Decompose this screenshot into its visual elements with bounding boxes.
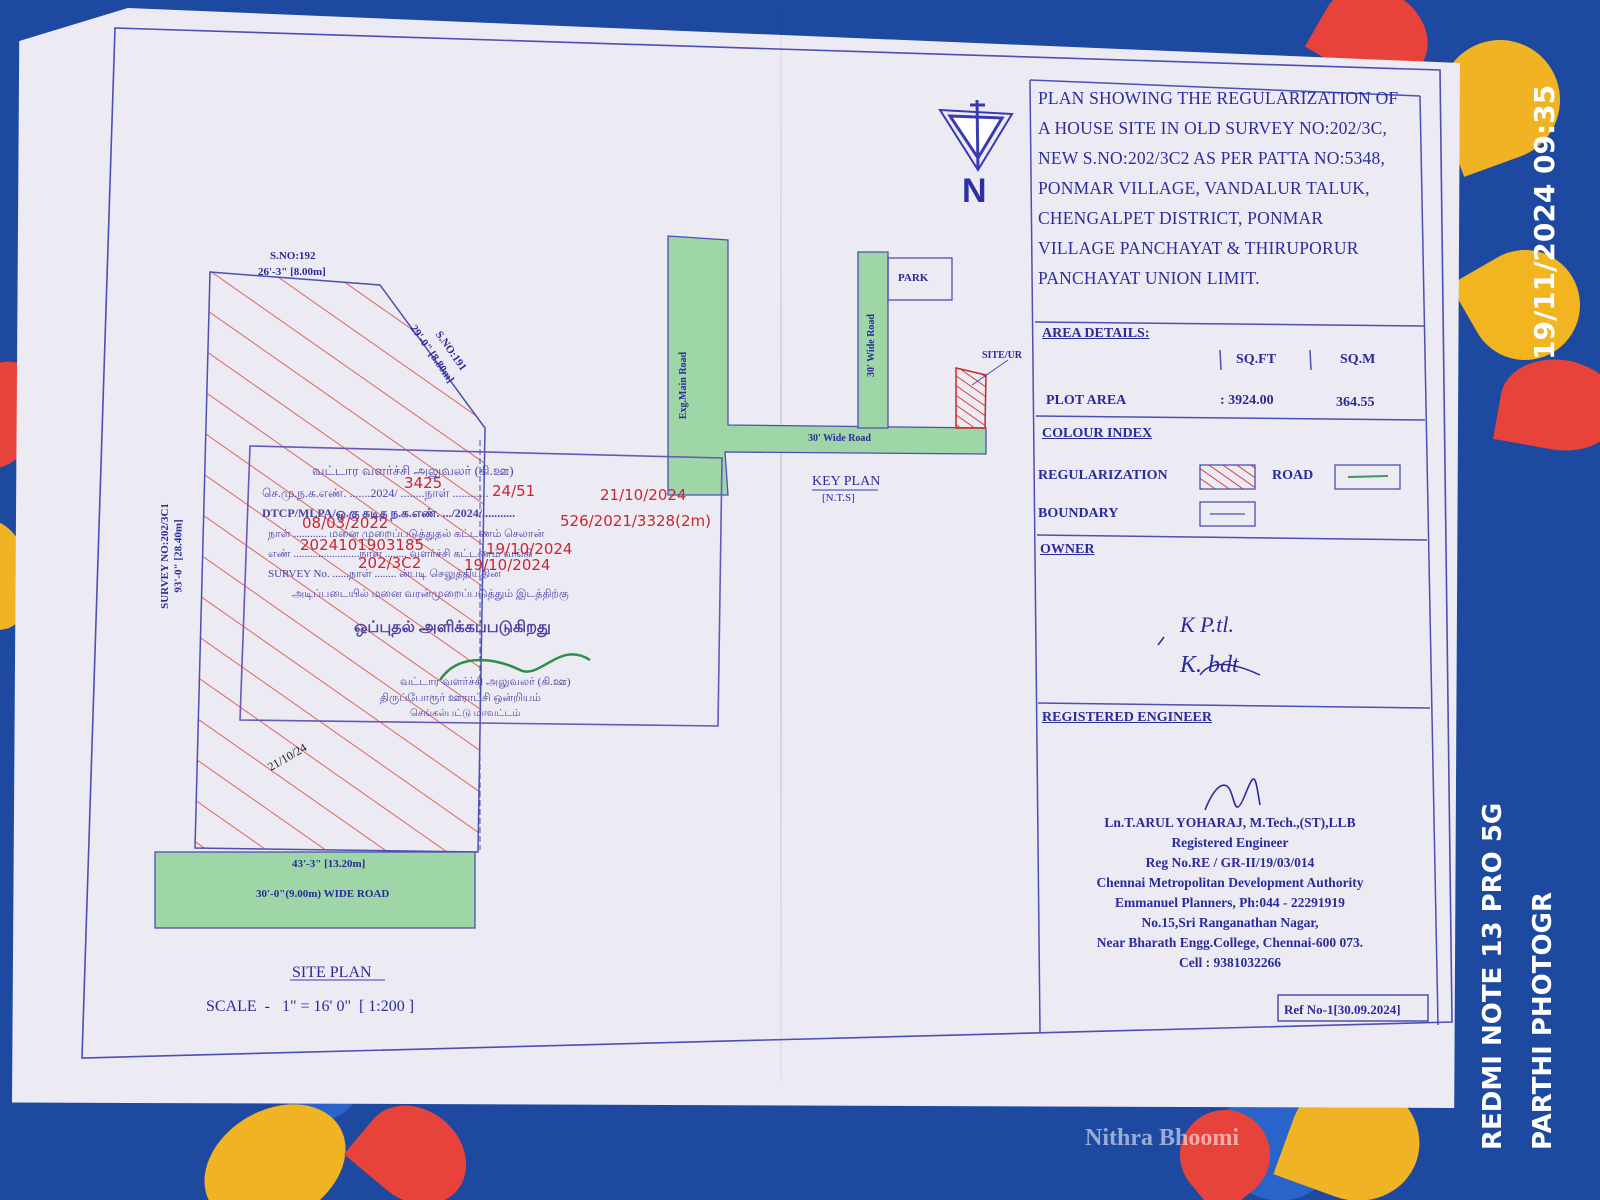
stamp-line: வட்டார வளர்ச்சி அலுவலர் (கி.ஊ) [312,463,514,478]
engineer-line: Cell : 9381032266 [1179,955,1281,970]
title-line: CHENGALPET DISTRICT, PONMAR [1038,208,1324,228]
colour-index-heading: COLOUR INDEX [1042,426,1153,441]
title-line: PONMAR VILLAGE, VANDALUR TALUK, [1038,178,1370,198]
plot-area-sqm: 364.55 [1336,395,1375,410]
site-label: SITE/UR [982,350,1023,361]
stamp-line: அடிப்படையில் மனை வரன்முறைப்படுத்தும் இடத… [292,588,569,600]
device-name: REDMI NOTE 13 PRO 5G [1478,802,1508,1150]
boundary-label: BOUNDARY [1038,506,1119,521]
main-road-label: Exg.Main Road [678,351,690,420]
handwritten-value: 21/10/2024 [600,486,687,504]
title-line: PANCHAYAT UNION LIMIT. [1038,268,1260,288]
stamp-line: DTCP/MLPA/ஒ.கு கடித ந.க.எண். .../2024/..… [262,506,516,520]
site-plot [194,271,486,853]
top-survey-label: S.NO:192 [270,250,316,262]
site-plan-title: SITE PLAN [292,964,372,981]
north-arrow-icon [938,99,1014,172]
engineer-line: Ln.T.ARUL YOHARAJ, M.Tech.,(ST),LLB [1104,815,1356,830]
stamp-line: நாள் ............ மனை முறைப்படுத்துதல் க… [268,528,545,540]
stamp-line: ஒப்புதல் அளிக்கப்படுகிறது [354,619,551,636]
top-dimension: 26'-3" [8.00m] [258,266,326,278]
title-line: A HOUSE SITE IN OLD SURVEY NO:202/3C, [1038,118,1388,138]
handwritten-value: 3425 [404,474,443,492]
wide-road-horizontal-label: 30' Wide Road [808,433,871,444]
title-line: NEW S.NO:202/3C2 AS PER PATTA NO:5348, [1038,148,1386,168]
handwritten-value: 19/10/2024 [486,540,573,558]
key-plan-nts: [N.T.S] [822,492,855,504]
plot-area-sqft: : 3924.00 [1220,393,1274,408]
owner-signature-1: K P.tl. [1180,612,1235,637]
park-label: PARK [898,272,929,284]
title-line: PLAN SHOWING THE REGULARIZATION OF [1038,88,1399,108]
north-label: N [962,172,987,210]
reference-number: Ref No-1[30.09.2024] [1284,1002,1401,1017]
title-block-frame [1029,79,1439,1033]
photographer-name: PARTHI PHOTOGR [1528,892,1558,1150]
stamp-line: செங்கல்பட்டு மாவட்டம் [410,708,521,719]
key-plan [667,235,1009,496]
handwritten-value: 08/03/2022 [302,514,389,532]
stamp-line: வட்டார வளர்ச்சி அலுவலர் (கி.ஊ) [400,676,571,688]
wide-road-vertical-label: 30' Wide Road [865,314,877,377]
area-details-heading: AREA DETAILS: [1042,326,1150,341]
swatch-regularization [1199,464,1256,490]
owner-signature-2: K. bdt [1180,652,1239,678]
engineer-signature-mark [1204,778,1261,811]
stamp-line: செ.மு.ந.க.எண். .......2024/ ........நாள்… [262,486,489,500]
handwritten-value: 2024101903185 [300,536,425,554]
left-survey-label: SURVEY NO:202/3C1 [158,503,171,609]
left-dimension: 93'-0" [28.40m] [172,519,185,593]
stamp-line: திருப்போரூர் ஊராட்சி ஒன்றியம் [380,692,541,704]
regularization-label: REGULARIZATION [1038,468,1168,483]
road-label: ROAD [1272,468,1314,483]
stamp-line: SURVEY No. ......நாள் ........ ன்படி செல… [268,568,501,580]
handwritten-value: 24/51 [492,482,536,500]
stamp-line: எண் ........................நாள் .......… [268,548,533,560]
handwritten-value: 19/10/2024 [464,556,551,574]
approval-signature [438,653,591,681]
engineer-line: Registered Engineer [1171,835,1289,850]
engineer-line: Emmanuel Planners, Ph:044 - 22291919 [1115,895,1345,910]
engineer-line: Near Bharath Engg.College, Chennai-600 0… [1096,935,1364,950]
engineer-heading: REGISTERED ENGINEER [1042,710,1212,725]
sqm-header: SQ.M [1340,352,1376,367]
plot-area-label: PLOT AREA [1046,393,1127,408]
approval-stamp-box [239,445,723,727]
engineer-line: No.15,Sri Ranganathan Nagar, [1141,915,1319,930]
swatch-road [1334,464,1401,490]
site-plan-scale: SCALE - 1" = 16' 0" [ 1:200 ] [206,998,415,1015]
sqft-header: SQ.FT [1236,352,1277,367]
front-road [154,851,476,929]
engineer-line: Chennai Metropolitan Development Authori… [1096,875,1364,890]
engineer-line: Reg No.RE / GR-II/19/03/014 [1145,855,1315,870]
swatch-boundary [1199,501,1256,527]
watermark: Nithra Bhoomi [1085,1125,1240,1151]
owner-signature-mark [1157,636,1261,676]
handwritten-value: 202/3C2 [358,554,422,572]
photo-datetime: 19/11/2024 09:35 [1528,84,1561,360]
sheet-border [81,27,1453,1059]
title-line: VILLAGE PANCHAYAT & THIRUPORUR [1038,238,1359,258]
swatch-road-line [1347,475,1389,478]
handwritten-value: 526/2021/3328(2m) [560,512,711,530]
key-plan-title: KEY PLAN [812,474,881,489]
owner-heading: OWNER [1040,542,1095,557]
front-road-label: 30'-0"(9.00m) WIDE ROAD [256,888,390,900]
paper-fold [780,12,782,1082]
bottom-dimension: 43'-3" [13.20m] [292,858,366,870]
